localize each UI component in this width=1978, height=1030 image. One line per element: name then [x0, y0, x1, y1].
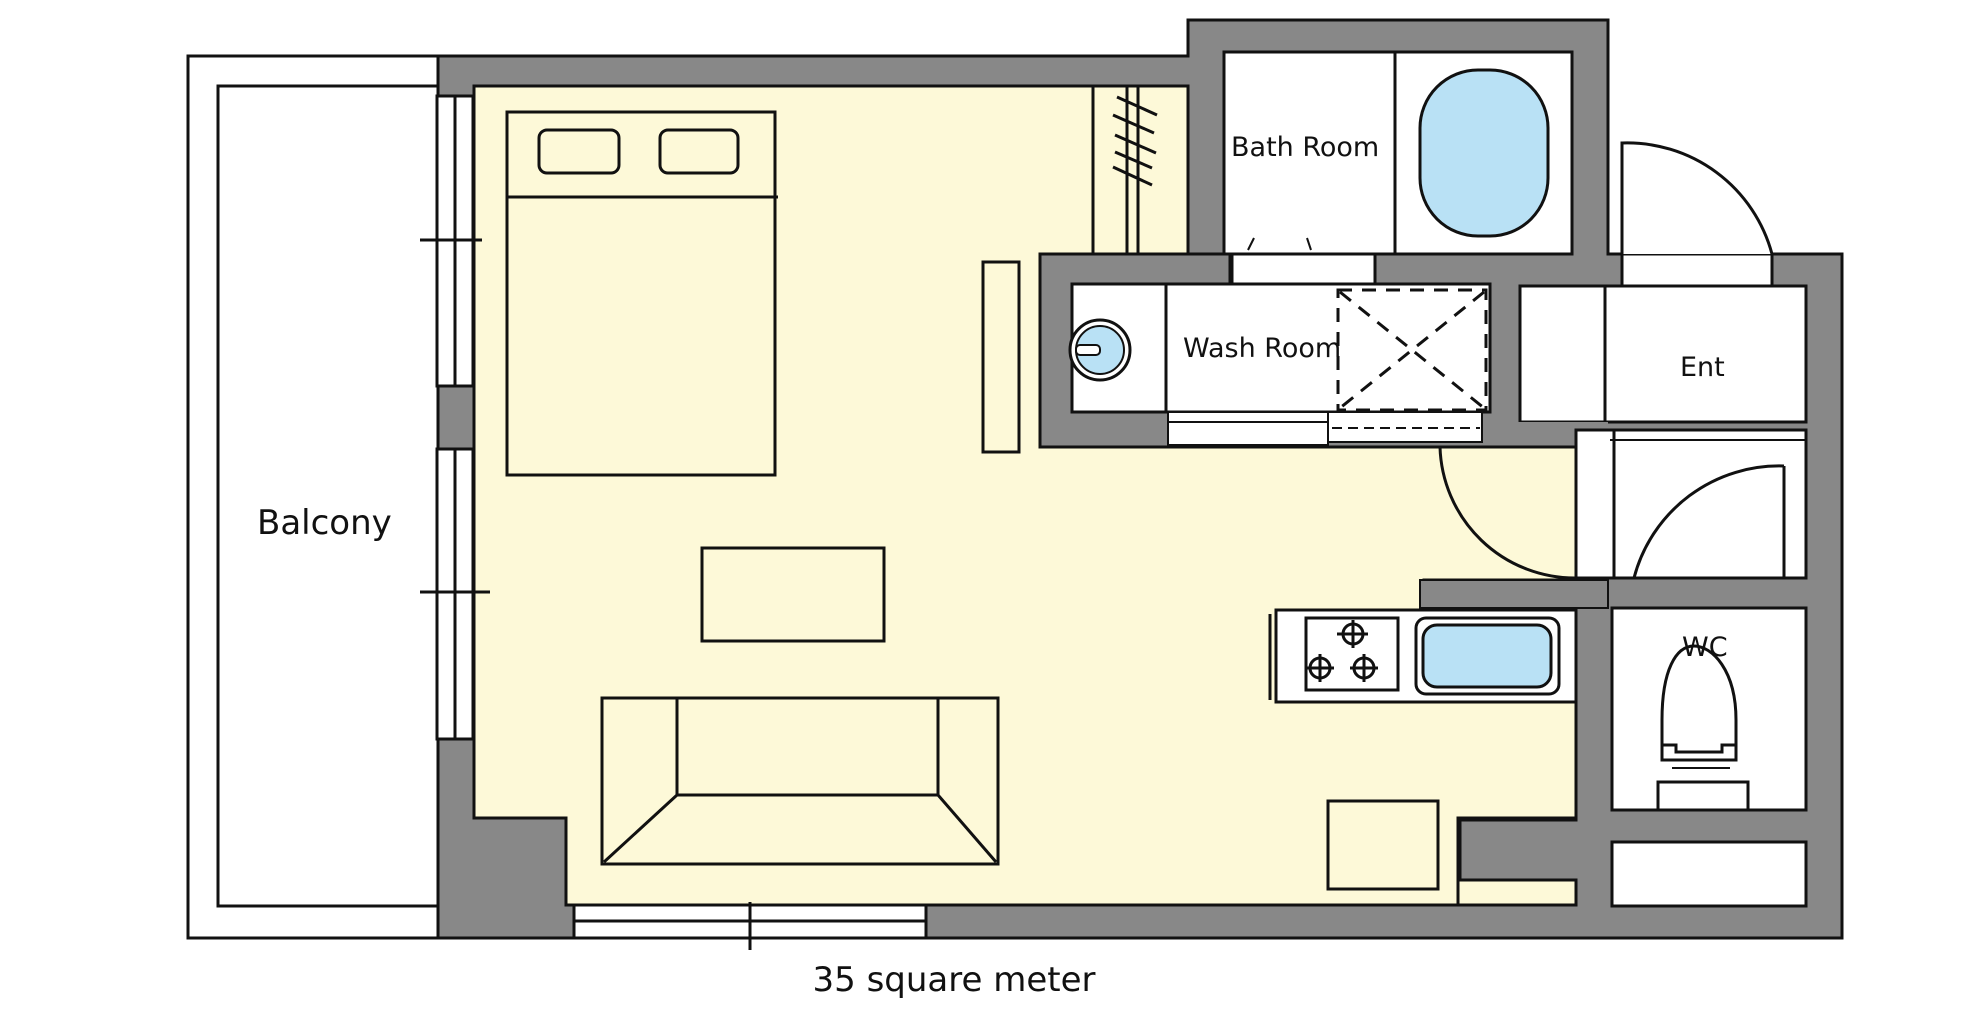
room-door-swing [1438, 446, 1577, 580]
wash-room-doorway [1167, 411, 1329, 446]
balcony [186, 54, 442, 940]
bathtub [1418, 68, 1550, 238]
area-caption: 35 square meter [812, 960, 1096, 1000]
bath-door [1230, 252, 1377, 286]
small-table [1326, 799, 1440, 891]
toilet [1660, 644, 1738, 762]
storage [1610, 840, 1808, 908]
entrance [1438, 141, 1808, 580]
burner-icon [1306, 620, 1378, 682]
closet [1091, 86, 1158, 254]
balcony-label: Balcony [257, 503, 392, 543]
wash-room [1038, 252, 1492, 449]
shelf [981, 260, 1021, 454]
wc-label: WC [1682, 632, 1728, 663]
wc [1610, 606, 1808, 812]
entrance-door-swing [1620, 141, 1774, 255]
bath-room-label: Bath Room [1231, 132, 1380, 163]
bottom-window [572, 902, 928, 950]
left-window-lower [420, 447, 490, 741]
bath-room [1222, 50, 1574, 286]
entrance-door-frame [1620, 252, 1774, 288]
sofa [600, 696, 1000, 866]
left-window-upper [420, 94, 482, 388]
coffee-table [700, 546, 886, 643]
washing-machine-space [1336, 288, 1488, 412]
entrance-label: Ent [1680, 352, 1725, 383]
pillow [658, 128, 740, 175]
double-bed [505, 110, 778, 477]
wash-room-label: Wash Room [1183, 333, 1342, 364]
pillow [537, 128, 621, 175]
hall-door-swing [1632, 464, 1785, 579]
kitchen [1268, 579, 1609, 704]
